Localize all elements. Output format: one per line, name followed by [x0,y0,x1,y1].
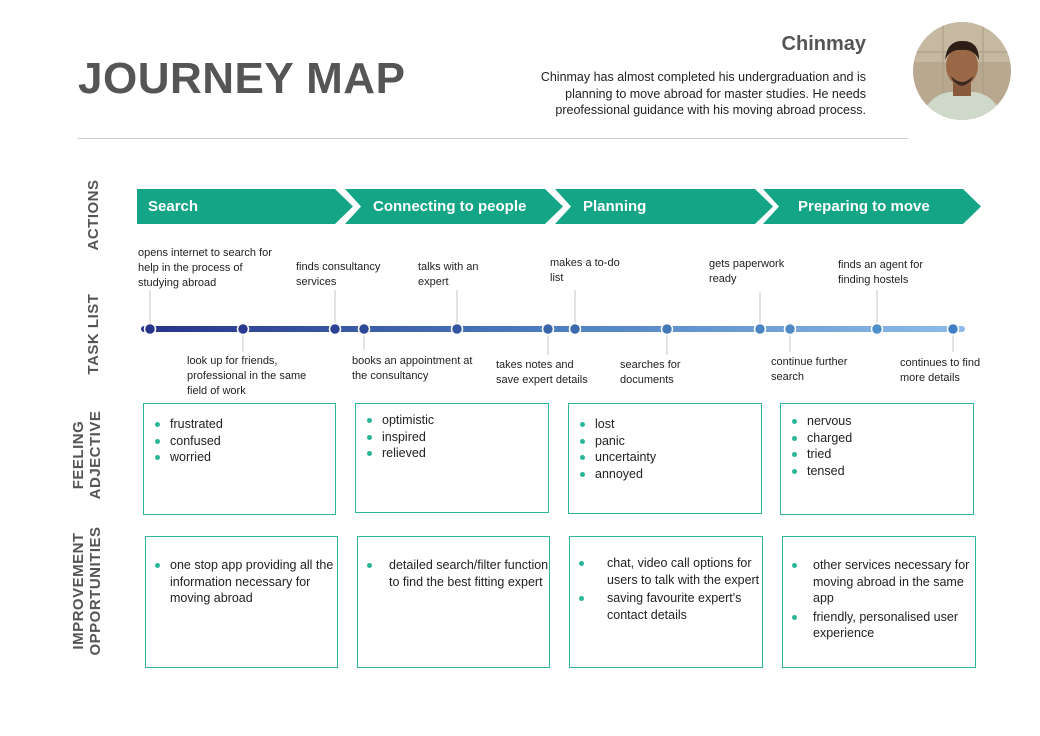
improvement-item: friendly, personalised user experience [783,609,975,642]
improvement-item: other services necessary for moving abro… [783,557,975,607]
feeling-item: relieved [358,445,548,462]
improvement-box-search: one stop app providing all the informati… [145,536,338,668]
timeline-node [753,322,767,336]
timeline-node [328,322,342,336]
persona-name: Chinmay [781,33,866,55]
timeline-node [946,322,960,336]
page-title: JOURNEY MAP [78,54,406,103]
timeline-node [357,322,371,336]
action-search: Search [137,189,353,224]
task-bottom-2: books an appointment at the consultancy [352,355,473,382]
feeling-box-search: frustrated confused worried [143,403,336,515]
task-top-6: finds an agent for finding hostels [838,259,924,286]
timeline-node [660,322,674,336]
timeline-node [450,322,464,336]
action-connecting-label: Connecting to people [373,198,527,215]
feeling-item: lost [571,416,761,433]
timeline-node [870,322,884,336]
timeline-node [236,322,250,336]
action-planning: Planning [555,189,773,224]
improvement-item: detailed search/filter function to find … [358,557,549,590]
feeling-item: panic [571,433,761,450]
feeling-item: tried [783,446,973,463]
action-preparing-to-move: Preparing to move [763,189,981,224]
feeling-item: charged [783,430,973,447]
timeline-node [541,322,555,336]
task-top-2: finds consultancy services [296,261,381,288]
improvement-box-preparing: other services necessary for moving abro… [782,536,976,668]
feeling-item: inspired [358,429,548,446]
action-search-label: Search [148,198,199,215]
feeling-item: worried [146,449,335,466]
feeling-item: optimistic [358,412,548,429]
task-top-1: opens internet to search for help in the… [138,247,272,289]
action-planning-label: Planning [583,198,647,215]
task-bottom-5: continue further search [771,356,848,383]
persona-description: Chinmay has almost completed his undergr… [540,70,866,117]
task-top-3: talks with an expert [418,261,479,288]
action-preparing-label: Preparing to move [798,198,930,215]
feeling-box-connecting: optimistic inspired relieved [355,403,549,513]
task-top-4: makes a to-do list [550,257,620,284]
improvement-item: saving favourite expert's contact detail… [570,590,762,623]
feeling-item: frustrated [146,416,335,433]
action-connecting-to-people: Connecting to people [345,189,563,224]
improvement-item: chat, video call options for users to ta… [570,555,762,588]
timeline-node [143,322,157,336]
task-bottom-4: searches for documents [620,359,681,386]
feeling-item: confused [146,433,335,450]
task-top-5: gets paperwork ready [709,258,785,285]
task-bottom-6: continues to find more details [900,357,981,384]
timeline-node [783,322,797,336]
improvement-box-connecting: detailed search/filter function to find … [357,536,550,668]
improvement-box-planning: chat, video call options for users to ta… [569,536,763,668]
feeling-item: nervous [783,413,973,430]
improvement-item: one stop app providing all the informati… [146,557,337,607]
timeline-node [568,322,582,336]
task-bottom-3: takes notes and save expert details [496,359,588,386]
header-divider [78,138,908,139]
feeling-box-preparing: nervous charged tried tensed [780,403,974,515]
feeling-box-planning: lost panic uncertainty annoyed [568,403,762,514]
feeling-item: tensed [783,463,973,480]
task-bottom-1: look up for friends, professional in the… [187,355,307,397]
feeling-item: annoyed [571,466,761,483]
feeling-item: uncertainty [571,449,761,466]
